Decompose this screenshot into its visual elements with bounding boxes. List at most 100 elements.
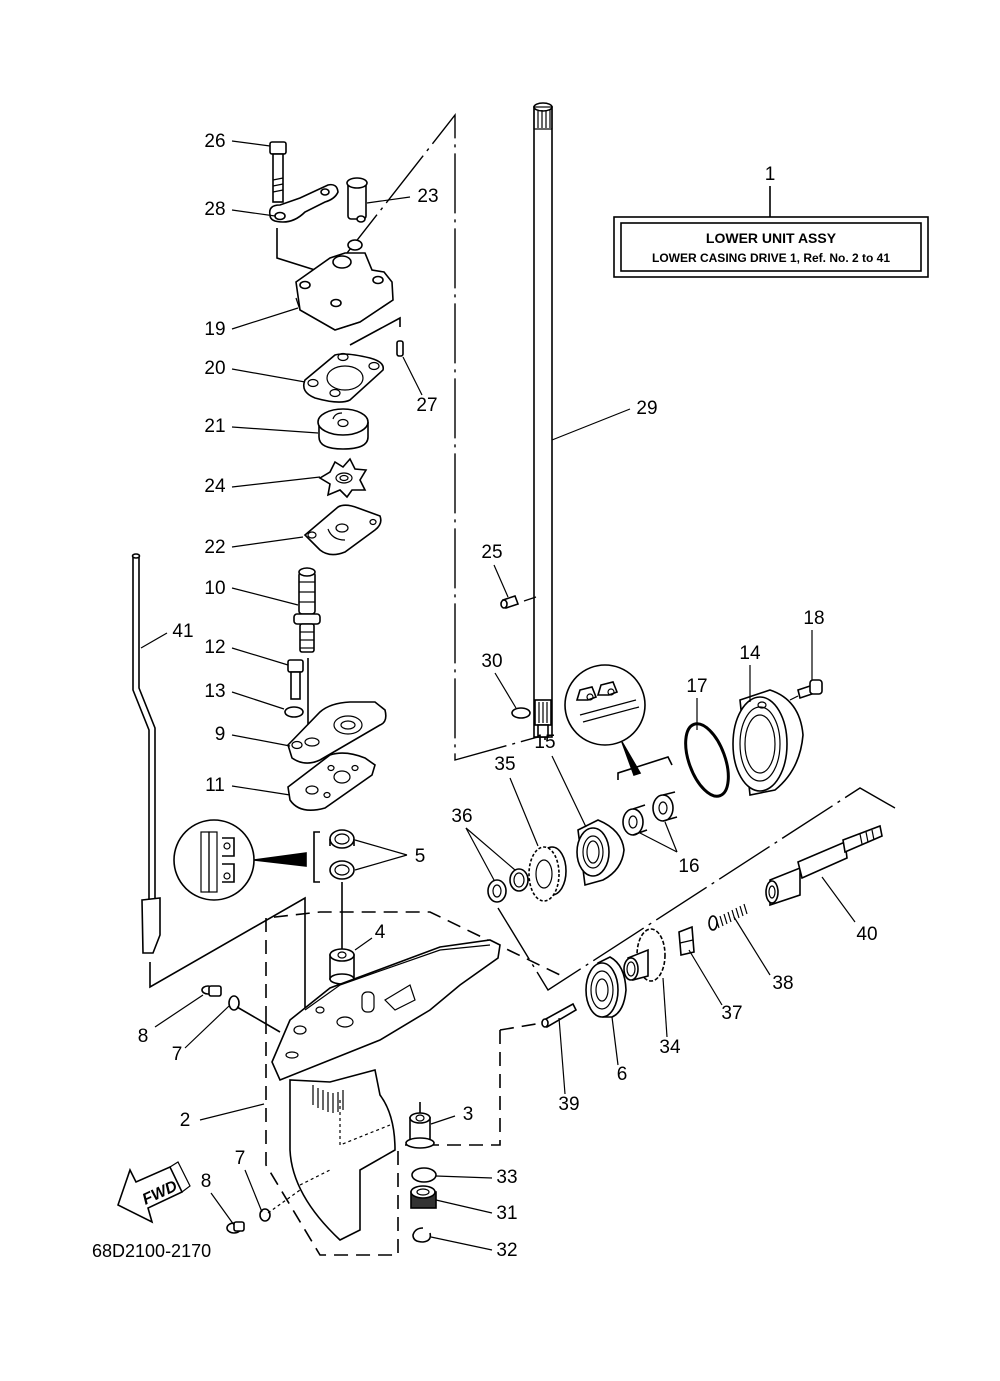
leader-line-8 [210, 1192, 235, 1226]
part-shift-rod-41 [131, 553, 161, 954]
seal-detail-circle-16 [564, 664, 673, 780]
leader-line-33 [435, 1175, 493, 1179]
callout-label-27-pin: 27 [416, 395, 437, 416]
drawing-code: 68D2100-2170 [92, 1241, 211, 1261]
part-pin-25 [500, 594, 537, 610]
callout-label-25-pin: 25 [481, 542, 502, 563]
part-pin-27 [396, 340, 404, 357]
callout-label-34-reverse-gear: 34 [659, 1037, 681, 1058]
leader-line-39 [558, 1017, 566, 1095]
callout-labels: 2628231920272124221041121391154872873333… [138, 131, 878, 1261]
arrow-left-icon [117, 1165, 184, 1224]
callout-label-9-oil-seal-housing: 9 [215, 724, 226, 745]
callout-label-14-propeller-shaft-housing: 14 [739, 643, 761, 664]
part-screw-8a [201, 985, 222, 997]
callout-label-28-plate: 28 [204, 199, 225, 220]
callout-label-26-bolt: 26 [204, 131, 225, 152]
callout-label-11-gasket: 11 [205, 775, 225, 796]
leader-7a-extension [236, 1006, 281, 1033]
title-box-heading: LOWER UNIT ASSY [706, 230, 837, 246]
leader-line-2 [199, 1103, 265, 1121]
title-box: 1 LOWER UNIT ASSY LOWER CASING DRIVE 1, … [613, 164, 929, 278]
part-ball-bearing-6 [585, 956, 627, 1018]
part-ball-bearing-15 [576, 819, 625, 887]
callout-label-3-bushing: 3 [463, 1104, 474, 1125]
callout-label-10-water-tube-seal: 10 [204, 578, 225, 599]
leader-line-28 [231, 209, 276, 217]
leader-line-3 [430, 1115, 456, 1125]
callout-label-19-pump-housing: 19 [204, 319, 225, 340]
part-washer-13 [284, 706, 304, 718]
leader-line-30 [494, 672, 517, 709]
leader-line-7 [244, 1169, 263, 1213]
leader-line-16 [639, 832, 678, 853]
part-tube-23 [346, 177, 368, 223]
callout-label-8-screw: 8 [201, 1171, 212, 1192]
callout-label-24-impeller: 24 [204, 476, 226, 497]
leader-line-26 [231, 140, 271, 147]
part-pin-39 [541, 1002, 578, 1029]
part-outer-plate-22 [303, 504, 382, 556]
callout-label-36-shim: 36 [451, 806, 472, 827]
part-reverse-gear-34 [623, 928, 666, 982]
leader-line-36 [465, 827, 495, 881]
assembly-guide-lines [149, 112, 896, 1256]
part-bolt-18 [789, 679, 823, 701]
callout-label-12-bolt: 12 [204, 637, 225, 658]
callout-leaders [140, 140, 856, 1251]
callout-label-17-o-ring: 17 [686, 676, 707, 697]
callout-label-23-grommet-tube: 23 [417, 186, 438, 207]
callout-label-22-outer-plate: 22 [204, 537, 225, 558]
part-oil-seal-5 [329, 829, 355, 950]
part-oil-seal-16 [622, 791, 678, 836]
leader-line-10 [231, 587, 299, 606]
leader-line-24 [231, 476, 321, 488]
part-water-tube-seal-10 [293, 567, 321, 738]
part-gasket-20 [302, 352, 385, 403]
part-gasket-7b [259, 1208, 271, 1222]
callout-label-7-gasket: 7 [172, 1044, 183, 1065]
part-spring-38 [708, 903, 748, 931]
callout-label-35-forward-gear: 35 [494, 754, 515, 775]
callout-label-20-gasket: 20 [204, 358, 225, 379]
leader-line-32 [430, 1236, 493, 1251]
leader-line-19 [231, 307, 299, 330]
callout-label-40-propeller-shaft: 40 [856, 924, 877, 945]
callout-label-4-bushing: 4 [375, 922, 386, 943]
leader-line-22 [231, 536, 304, 548]
leader-line-23 [366, 196, 411, 204]
part-lower-casing-2 [271, 939, 501, 1241]
leader-line-38 [733, 916, 771, 976]
part-pump-housing-19 [295, 239, 394, 331]
part-oil-seal-housing-9 [287, 701, 387, 764]
callout-label-5-oil-seal: 5 [415, 846, 426, 867]
callout-label-31-pinion: 31 [496, 1203, 517, 1224]
part-bolt-26 [269, 141, 287, 203]
part-gasket-11 [287, 752, 376, 811]
part-screw-8b [226, 1221, 245, 1234]
part-dog-clutch-37 [678, 925, 695, 956]
leader-line-34 [662, 977, 668, 1038]
callout-label-33-shim: 33 [496, 1167, 517, 1188]
part-forward-gear-35 [528, 846, 567, 902]
callout-label-38-spring: 38 [772, 973, 793, 994]
part-gasket-7a [228, 995, 240, 1011]
leader-line-6 [611, 1016, 619, 1066]
part-bushing-4 [329, 948, 355, 1020]
part-circlip-32 [412, 1227, 432, 1243]
leader-line-15 [551, 755, 587, 828]
callout-label-41-shift-rod: 41 [172, 621, 193, 642]
leader-line-16 [664, 821, 678, 853]
callout-label-2-lower-casing: 2 [180, 1110, 191, 1131]
leader-line-7 [184, 1005, 230, 1049]
leader-line-4 [354, 937, 373, 951]
leader-line-21 [231, 426, 319, 434]
leader-line-9 [231, 734, 291, 747]
leader-7b-extension [267, 1189, 301, 1214]
part-propeller-shaft-40 [765, 824, 883, 907]
part-propeller-shaft-housing-14 [732, 689, 804, 796]
leader-line-31 [435, 1199, 493, 1214]
leader-line-35 [509, 777, 539, 847]
